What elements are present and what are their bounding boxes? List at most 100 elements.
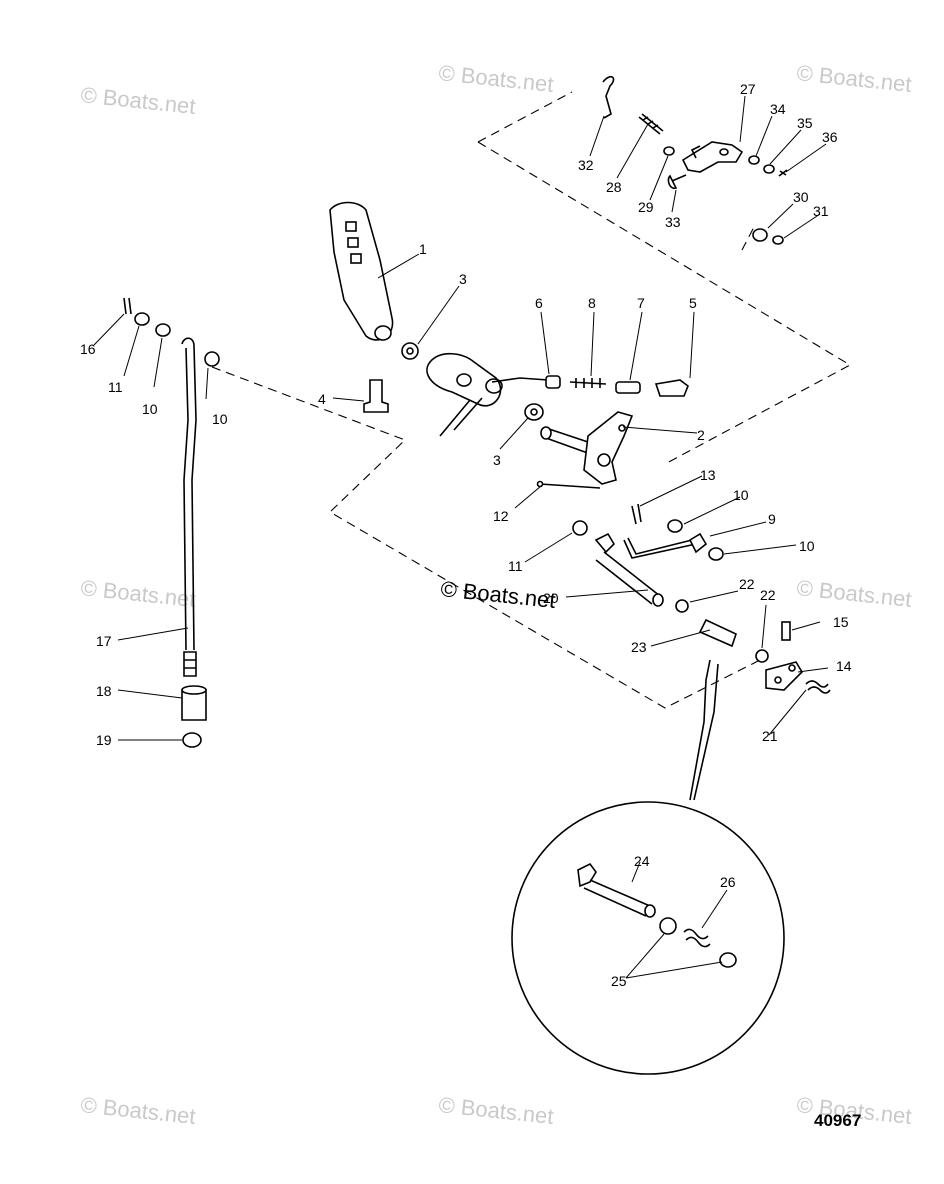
callout-1: 1: [419, 241, 427, 257]
spacer-part: [698, 618, 737, 648]
pin-part: [778, 169, 788, 177]
callout-5: 5: [689, 295, 697, 311]
callout-8: 8: [588, 295, 596, 311]
callout-36: 36: [822, 129, 838, 145]
parts-art: [123, 75, 831, 1075]
watermark-center: © Boats.net: [439, 576, 556, 613]
callout-34: 34: [770, 101, 786, 117]
callout-26: 26: [720, 874, 736, 890]
watermarks: © Boats.net © Boats.net © Boats.net © Bo…: [79, 60, 912, 1129]
washer-part: [675, 599, 689, 613]
threaded-rod-part: [569, 378, 607, 388]
washer-part: [524, 403, 544, 421]
callout-9: 9: [768, 511, 776, 527]
watermark: © Boats.net: [437, 60, 554, 97]
washer-part: [763, 164, 775, 174]
callout-13: 13: [700, 467, 716, 483]
bolt-part: [667, 174, 687, 190]
watermark: © Boats.net: [795, 575, 912, 612]
watermark: © Boats.net: [437, 1092, 554, 1129]
pin-part: [123, 297, 132, 315]
callout-29: 29: [638, 199, 654, 215]
callout-11b: 11: [508, 558, 523, 574]
pin-part: [631, 503, 642, 525]
washer-part: [204, 351, 220, 367]
pin-part: [781, 621, 791, 641]
washer-part: [134, 312, 150, 326]
cam-lever-part: [583, 411, 634, 485]
screw-part: [638, 113, 664, 135]
callout-16: 16: [80, 341, 96, 357]
callout-20: 20: [543, 590, 559, 606]
callout-22a: 22: [739, 576, 755, 592]
callout-6: 6: [535, 295, 543, 311]
detail-leader: [689, 659, 711, 801]
bushing-part: [752, 228, 768, 242]
callout-27: 27: [740, 81, 756, 97]
callout-10b: 10: [799, 538, 815, 554]
nut-part: [182, 732, 202, 748]
callout-3: 3: [459, 271, 467, 287]
callout-14: 14: [836, 658, 852, 674]
pin-part: [539, 483, 601, 489]
spring-part: [805, 680, 831, 694]
connector-part: [615, 381, 641, 394]
detail-view-circle: [511, 801, 785, 1075]
detail-cap-part: [719, 952, 737, 968]
nut-part: [772, 235, 784, 245]
callout-24: 24: [634, 853, 650, 869]
figure-number: 40967: [814, 1111, 861, 1130]
callout-15: 15: [833, 614, 849, 630]
callout-11a: 11: [108, 379, 123, 395]
callout-12: 12: [493, 508, 509, 524]
callout-33: 33: [665, 214, 681, 230]
detail-bushing-part: [659, 917, 677, 935]
bolt-part: [363, 379, 389, 413]
watermark: © Boats.net: [79, 1092, 196, 1129]
washer-part: [708, 547, 724, 561]
callout-25: 25: [611, 973, 627, 989]
callout-31: 31: [813, 203, 829, 219]
callout-4: 4: [318, 391, 326, 407]
pivot-shaft-part: [594, 532, 616, 554]
watermark: © Boats.net: [795, 60, 912, 97]
detail-spring-part: [683, 928, 711, 948]
callout-28: 28: [606, 179, 622, 195]
callout-leaders: [93, 95, 829, 979]
washer-part: [401, 342, 419, 360]
nut-part: [663, 146, 675, 156]
callout-2: 2: [697, 427, 705, 443]
callout-10d: 10: [142, 401, 158, 417]
throttle-arm-part: [329, 201, 394, 341]
callout-18: 18: [96, 683, 112, 699]
callout-35: 35: [797, 115, 813, 131]
callout-22b: 22: [760, 587, 776, 603]
callout-32: 32: [578, 157, 594, 173]
link-rod-part: [181, 337, 197, 651]
watermark: © Boats.net: [79, 575, 196, 612]
callout-7: 7: [637, 295, 645, 311]
clip-part: [602, 75, 615, 119]
ball-socket-part: [654, 379, 689, 397]
callout-labels: 1 2 3 3 4 5 6 7 8 9 10 10 10 10 11 11 12…: [80, 81, 852, 989]
washer-part: [667, 519, 683, 533]
washer-part: [572, 520, 588, 536]
small-lever-part: [681, 141, 744, 173]
watermark: © Boats.net: [79, 82, 196, 119]
callout-23: 23: [631, 639, 647, 655]
shaft-housing-part: [426, 352, 502, 407]
cam-part: [765, 661, 804, 691]
callout-19: 19: [96, 732, 112, 748]
callout-3b: 3: [493, 452, 501, 468]
washer-part: [748, 155, 760, 165]
washer-part: [755, 649, 769, 663]
detail-shaft-part: [577, 862, 597, 888]
link-rod-part: [623, 537, 697, 559]
callout-17: 17: [96, 633, 112, 649]
callout-10c: 10: [212, 411, 228, 427]
spacer-part: [545, 375, 561, 389]
callout-30: 30: [793, 189, 809, 205]
callout-21: 21: [762, 728, 778, 744]
